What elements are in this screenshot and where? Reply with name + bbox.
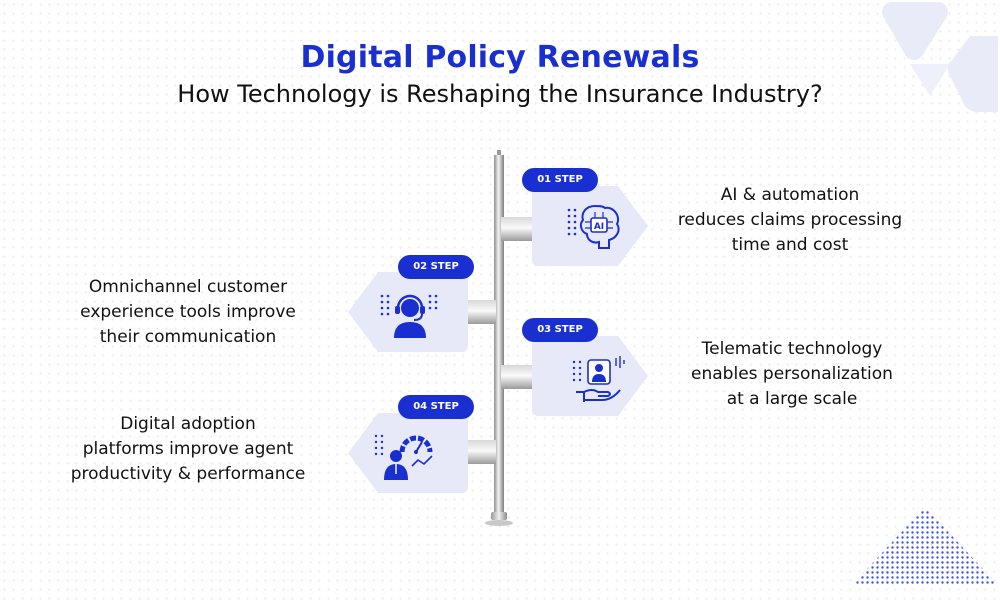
- step-3-line-1: Telematic technology: [701, 339, 883, 359]
- step-4-line-3: productivity & performance: [70, 464, 306, 484]
- step-2-description: Omnichannel customer experience tools im…: [58, 275, 318, 350]
- performance-gauge-icon: [374, 434, 433, 480]
- step-3-badge: 03 STEP: [522, 318, 598, 342]
- step-4-badge: 04 STEP: [398, 395, 474, 419]
- step-4-line-1: Digital adoption: [120, 414, 256, 434]
- step-2-badge: 02 STEP: [398, 255, 474, 279]
- corner-shape-decoration: [882, 1, 998, 112]
- step-1-line-2: reduces claims processing: [677, 210, 903, 230]
- step-4-card: [348, 413, 468, 493]
- step-4-description: Digital adoption platforms improve agent…: [58, 412, 318, 487]
- step-3-description: Telematic technology enables personaliza…: [662, 337, 922, 412]
- step-4-line-2: platforms improve agent: [82, 439, 294, 459]
- dotted-triangle-decoration: [852, 507, 998, 585]
- step-1-connector: [501, 217, 537, 241]
- hand-person-icon: [572, 356, 625, 402]
- step-3-connector: [501, 365, 537, 389]
- step-1-description: AI & automation reduces claims processin…: [660, 183, 920, 258]
- step-1-card: [532, 186, 648, 266]
- step-1-line-1: AI & automation: [720, 185, 860, 205]
- step-3-line-3: at a large scale: [726, 389, 858, 409]
- page-subtitle: How Technology is Reshaping the Insuranc…: [177, 80, 823, 108]
- step-2-line-1: Omnichannel customer: [88, 277, 288, 297]
- headset-agent-icon: [380, 294, 438, 338]
- ai-brain-icon: AI: [567, 204, 620, 249]
- step-2-line-3: their communication: [99, 327, 277, 347]
- step-3-line-2: enables personalization: [691, 364, 893, 384]
- step-1-badge: 01 STEP: [522, 168, 598, 192]
- step-1-line-3: time and cost: [731, 235, 849, 255]
- page-title: Digital Policy Renewals: [300, 40, 700, 75]
- svg-text:AI: AI: [594, 222, 604, 232]
- step-2-line-2: experience tools improve: [80, 302, 296, 322]
